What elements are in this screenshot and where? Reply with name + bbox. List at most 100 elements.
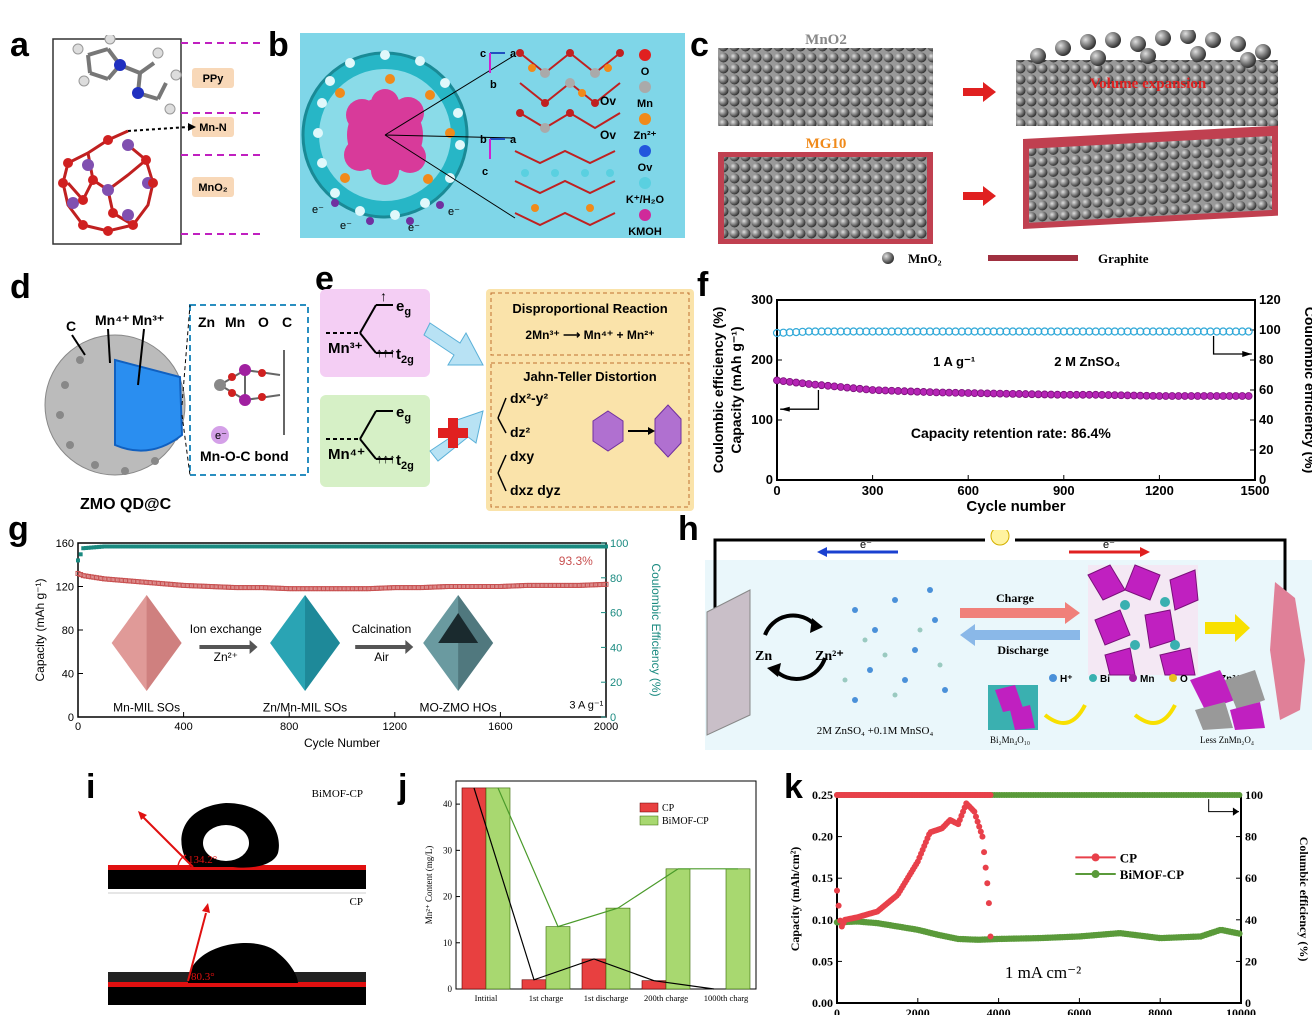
zmo-caption: ZMO QD@C [80, 496, 172, 513]
arrow-up-icon: ↑↑↑ [376, 451, 396, 466]
ce-point [477, 544, 482, 549]
nitrogen-atom [114, 59, 126, 71]
ce-point [424, 544, 429, 549]
capacity-point [233, 585, 239, 591]
y-tick-label: 0 [68, 712, 74, 724]
ce-point [522, 544, 527, 549]
capacity-point [534, 582, 540, 588]
arrow-left-icon [1205, 614, 1250, 642]
capacity-point [413, 585, 419, 591]
capacity-point [598, 582, 604, 588]
ce-point [951, 327, 960, 336]
capacity-point [513, 583, 519, 589]
panel-e: ↑ ↑↑↑ ↑↑↑ eg t2g eg t2g Mn³⁺ Mn⁴⁺ Dispro… [318, 283, 696, 513]
arrow-icon [423, 322, 484, 366]
ce-point [932, 327, 941, 336]
panel-i: 134.2° BiMOF-CP 80.3° CP [108, 783, 366, 1007]
charge-label: Charge [996, 591, 1035, 605]
ce-point [289, 544, 294, 549]
ce-point [1187, 327, 1196, 336]
ce-point [532, 544, 537, 549]
capacity-point [257, 585, 263, 591]
capacity-point [434, 584, 440, 590]
capacity-cp-point [981, 849, 988, 856]
ce-point [340, 544, 344, 549]
ce-point [171, 544, 176, 549]
ce-point [313, 544, 318, 549]
ce-point [511, 544, 516, 549]
ce-point [152, 544, 157, 549]
ce-point [1174, 327, 1183, 336]
electron-label: e⁻ [215, 430, 227, 442]
capacity-point [305, 586, 311, 592]
disp-title: Disproportional Reaction [512, 301, 667, 316]
capacity-point [811, 380, 820, 389]
capacity-point [516, 583, 522, 589]
capacity-point [223, 584, 229, 590]
capacity-point [555, 582, 561, 588]
ce-point [1238, 327, 1247, 336]
ce-point [300, 544, 305, 549]
ce-point [115, 544, 120, 549]
ce-point [474, 544, 479, 549]
label-cp: CP [350, 896, 363, 908]
ce-point [495, 544, 500, 549]
ce-point [817, 327, 826, 336]
ce-point [995, 327, 1005, 336]
x-tick-label: 2000 [594, 721, 618, 733]
ce-point [553, 544, 558, 549]
capacity-cp-point [985, 900, 992, 907]
crystal-structure-bottom [514, 211, 616, 227]
capacity-point [265, 585, 271, 591]
ce-point [421, 544, 426, 549]
y-axis-label: Capacity (mAh g⁻¹) [33, 578, 47, 681]
capacity-point [376, 585, 382, 591]
capacity-point [429, 584, 435, 590]
capacity-point [453, 584, 459, 589]
ce-point [493, 544, 498, 549]
zn-mn-mil-octahedron-shade [305, 595, 341, 691]
y-tick-label: 80 [62, 625, 74, 637]
ce-point [464, 544, 469, 549]
x-tick-label: 0 [75, 721, 81, 733]
ce-point [925, 327, 935, 336]
panel-label-j: j [398, 768, 408, 806]
ce-point [91, 545, 96, 550]
capacity-point [1219, 392, 1228, 400]
y2-tick-label: 100 [1245, 788, 1263, 802]
zmo-qd-c-diagram: C Mn⁴⁺ Mn³⁺ Zn Mn O C e⁻ Mn-O-C bond ZMO… [44, 304, 309, 513]
legend-label: O [1180, 674, 1188, 685]
capacity-point [1008, 389, 1017, 398]
ce-point [543, 544, 548, 549]
capacity-point [519, 583, 525, 589]
eg-label: eg [396, 404, 411, 424]
ce-point [242, 544, 247, 549]
nitrogen-atom [132, 87, 144, 99]
bar-bimof-cp [665, 868, 691, 990]
ce-point [406, 544, 410, 549]
ce-point [131, 544, 136, 549]
capacity-point [408, 585, 414, 591]
capacity-point [1161, 392, 1170, 400]
capacity-point [1091, 390, 1100, 399]
capacity-point [579, 582, 585, 588]
water-droplet [188, 943, 298, 983]
capacity-point [405, 585, 411, 591]
capacity-point [989, 389, 998, 398]
ce-point [89, 545, 94, 550]
label-mn-n: Mn-N [199, 122, 227, 134]
x-tick-label: 400 [174, 721, 192, 733]
ce-bimof-point [1236, 792, 1243, 798]
ce-point [957, 327, 966, 336]
ce-point [99, 544, 104, 549]
capacity-point [355, 586, 361, 592]
capacity-point [196, 583, 202, 589]
ce-point [97, 544, 102, 549]
capacity-point [260, 585, 266, 591]
ce-point [292, 544, 297, 549]
panel-b: e⁻ e⁻ e⁻ e⁻ c a b b a c Ov [300, 33, 685, 238]
label-c: C [66, 318, 76, 334]
capacity-point [186, 583, 192, 589]
